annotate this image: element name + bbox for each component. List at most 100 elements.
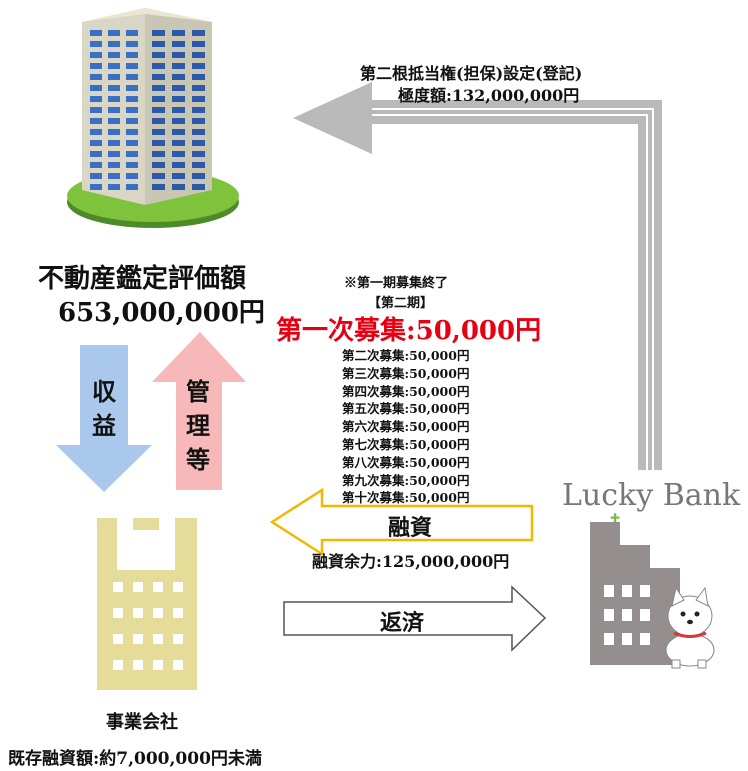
- window: [133, 582, 143, 592]
- window: [192, 52, 205, 58]
- window: [90, 129, 102, 135]
- recruitment-item: 第九次募集:50,000円: [342, 472, 470, 488]
- window: [90, 41, 102, 47]
- company-debt: 既存融資額:約7,000,000円未満: [8, 749, 262, 769]
- window: [108, 129, 120, 135]
- window: [172, 96, 185, 102]
- window: [126, 30, 138, 36]
- recruitment-list: 第二次募集:50,000円第三次募集:50,000円第四次募集:50,000円第…: [342, 347, 469, 507]
- window: [172, 118, 185, 124]
- window: [622, 609, 632, 621]
- window: [126, 140, 138, 146]
- recruitment-item: 第四次募集:50,000円: [342, 383, 470, 399]
- window: [640, 633, 650, 645]
- window: [173, 582, 183, 592]
- window: [108, 74, 120, 80]
- window: [126, 129, 138, 135]
- window: [90, 162, 102, 168]
- window: [192, 118, 205, 124]
- window: [108, 118, 120, 124]
- window: [152, 85, 165, 91]
- window: [172, 63, 185, 69]
- window: [90, 52, 102, 58]
- window: [172, 52, 185, 58]
- window: [90, 63, 102, 69]
- window: [90, 85, 102, 91]
- window: [152, 41, 165, 47]
- window: [173, 634, 183, 644]
- window: [108, 63, 120, 69]
- loan-capacity: 融資余力:125,000,000円: [312, 552, 510, 571]
- window: [172, 184, 185, 190]
- window: [192, 162, 205, 168]
- window: [126, 184, 138, 190]
- window: [108, 52, 120, 58]
- company-title: 事業会社: [106, 712, 178, 733]
- window: [152, 52, 165, 58]
- window: [192, 107, 205, 113]
- recruitment-item: 第八次募集:50,000円: [342, 454, 470, 470]
- window: [108, 184, 120, 190]
- window: [133, 634, 143, 644]
- window: [113, 634, 123, 644]
- recruitment-item: 第五次募集:50,000円: [342, 401, 470, 417]
- window: [108, 162, 120, 168]
- window: [126, 52, 138, 58]
- window: [640, 609, 650, 621]
- window: [152, 184, 165, 190]
- window: [113, 608, 123, 618]
- window: [152, 74, 165, 80]
- property-value: 653,000,000円: [58, 298, 265, 328]
- window: [192, 74, 205, 80]
- window: [126, 107, 138, 113]
- window: [108, 96, 120, 102]
- window: [152, 129, 165, 135]
- window: [172, 129, 185, 135]
- window: [172, 140, 185, 146]
- window: [172, 30, 185, 36]
- window: [90, 107, 102, 113]
- window: [152, 107, 165, 113]
- window: [604, 633, 614, 645]
- window: [152, 63, 165, 69]
- window: [108, 173, 120, 179]
- window: [172, 151, 185, 157]
- window: [192, 96, 205, 102]
- recruitment-note: ※第一期募集終了: [344, 276, 449, 291]
- lender-brand: Lucky Bank: [562, 478, 741, 513]
- property-title: 不動産鑑定評価額: [38, 264, 247, 294]
- window: [152, 151, 165, 157]
- window: [152, 140, 165, 146]
- window: [126, 173, 138, 179]
- window: [172, 173, 185, 179]
- window: [192, 85, 205, 91]
- recruitment-item: 第十次募集:50,000円: [342, 490, 470, 506]
- repay-label: 返済: [380, 610, 425, 636]
- window: [192, 30, 205, 36]
- window: [108, 140, 120, 146]
- window: [108, 85, 120, 91]
- window: [90, 30, 102, 36]
- window: [126, 63, 138, 69]
- window: [90, 184, 102, 190]
- window: [126, 162, 138, 168]
- window: [108, 30, 120, 36]
- window: [153, 634, 163, 644]
- window: [126, 118, 138, 124]
- window: [108, 151, 120, 157]
- window: [126, 151, 138, 157]
- mortgage-label: 第二根抵当権(担保)設定(登記): [360, 64, 583, 83]
- window: [172, 41, 185, 47]
- window: [90, 96, 102, 102]
- recruitment-item: 第二次募集:50,000円: [342, 348, 470, 363]
- window: [153, 608, 163, 618]
- window: [152, 118, 165, 124]
- window: [90, 74, 102, 80]
- revenue-label: 収 益: [92, 377, 116, 440]
- window: [153, 582, 163, 592]
- window: [172, 107, 185, 113]
- recruitment-item: 第七次募集:50,000円: [342, 436, 470, 452]
- recruitment-period: 【第二期】: [368, 296, 434, 311]
- recruitment-headline: 第一次募集:50,000円: [276, 316, 542, 346]
- window: [152, 173, 165, 179]
